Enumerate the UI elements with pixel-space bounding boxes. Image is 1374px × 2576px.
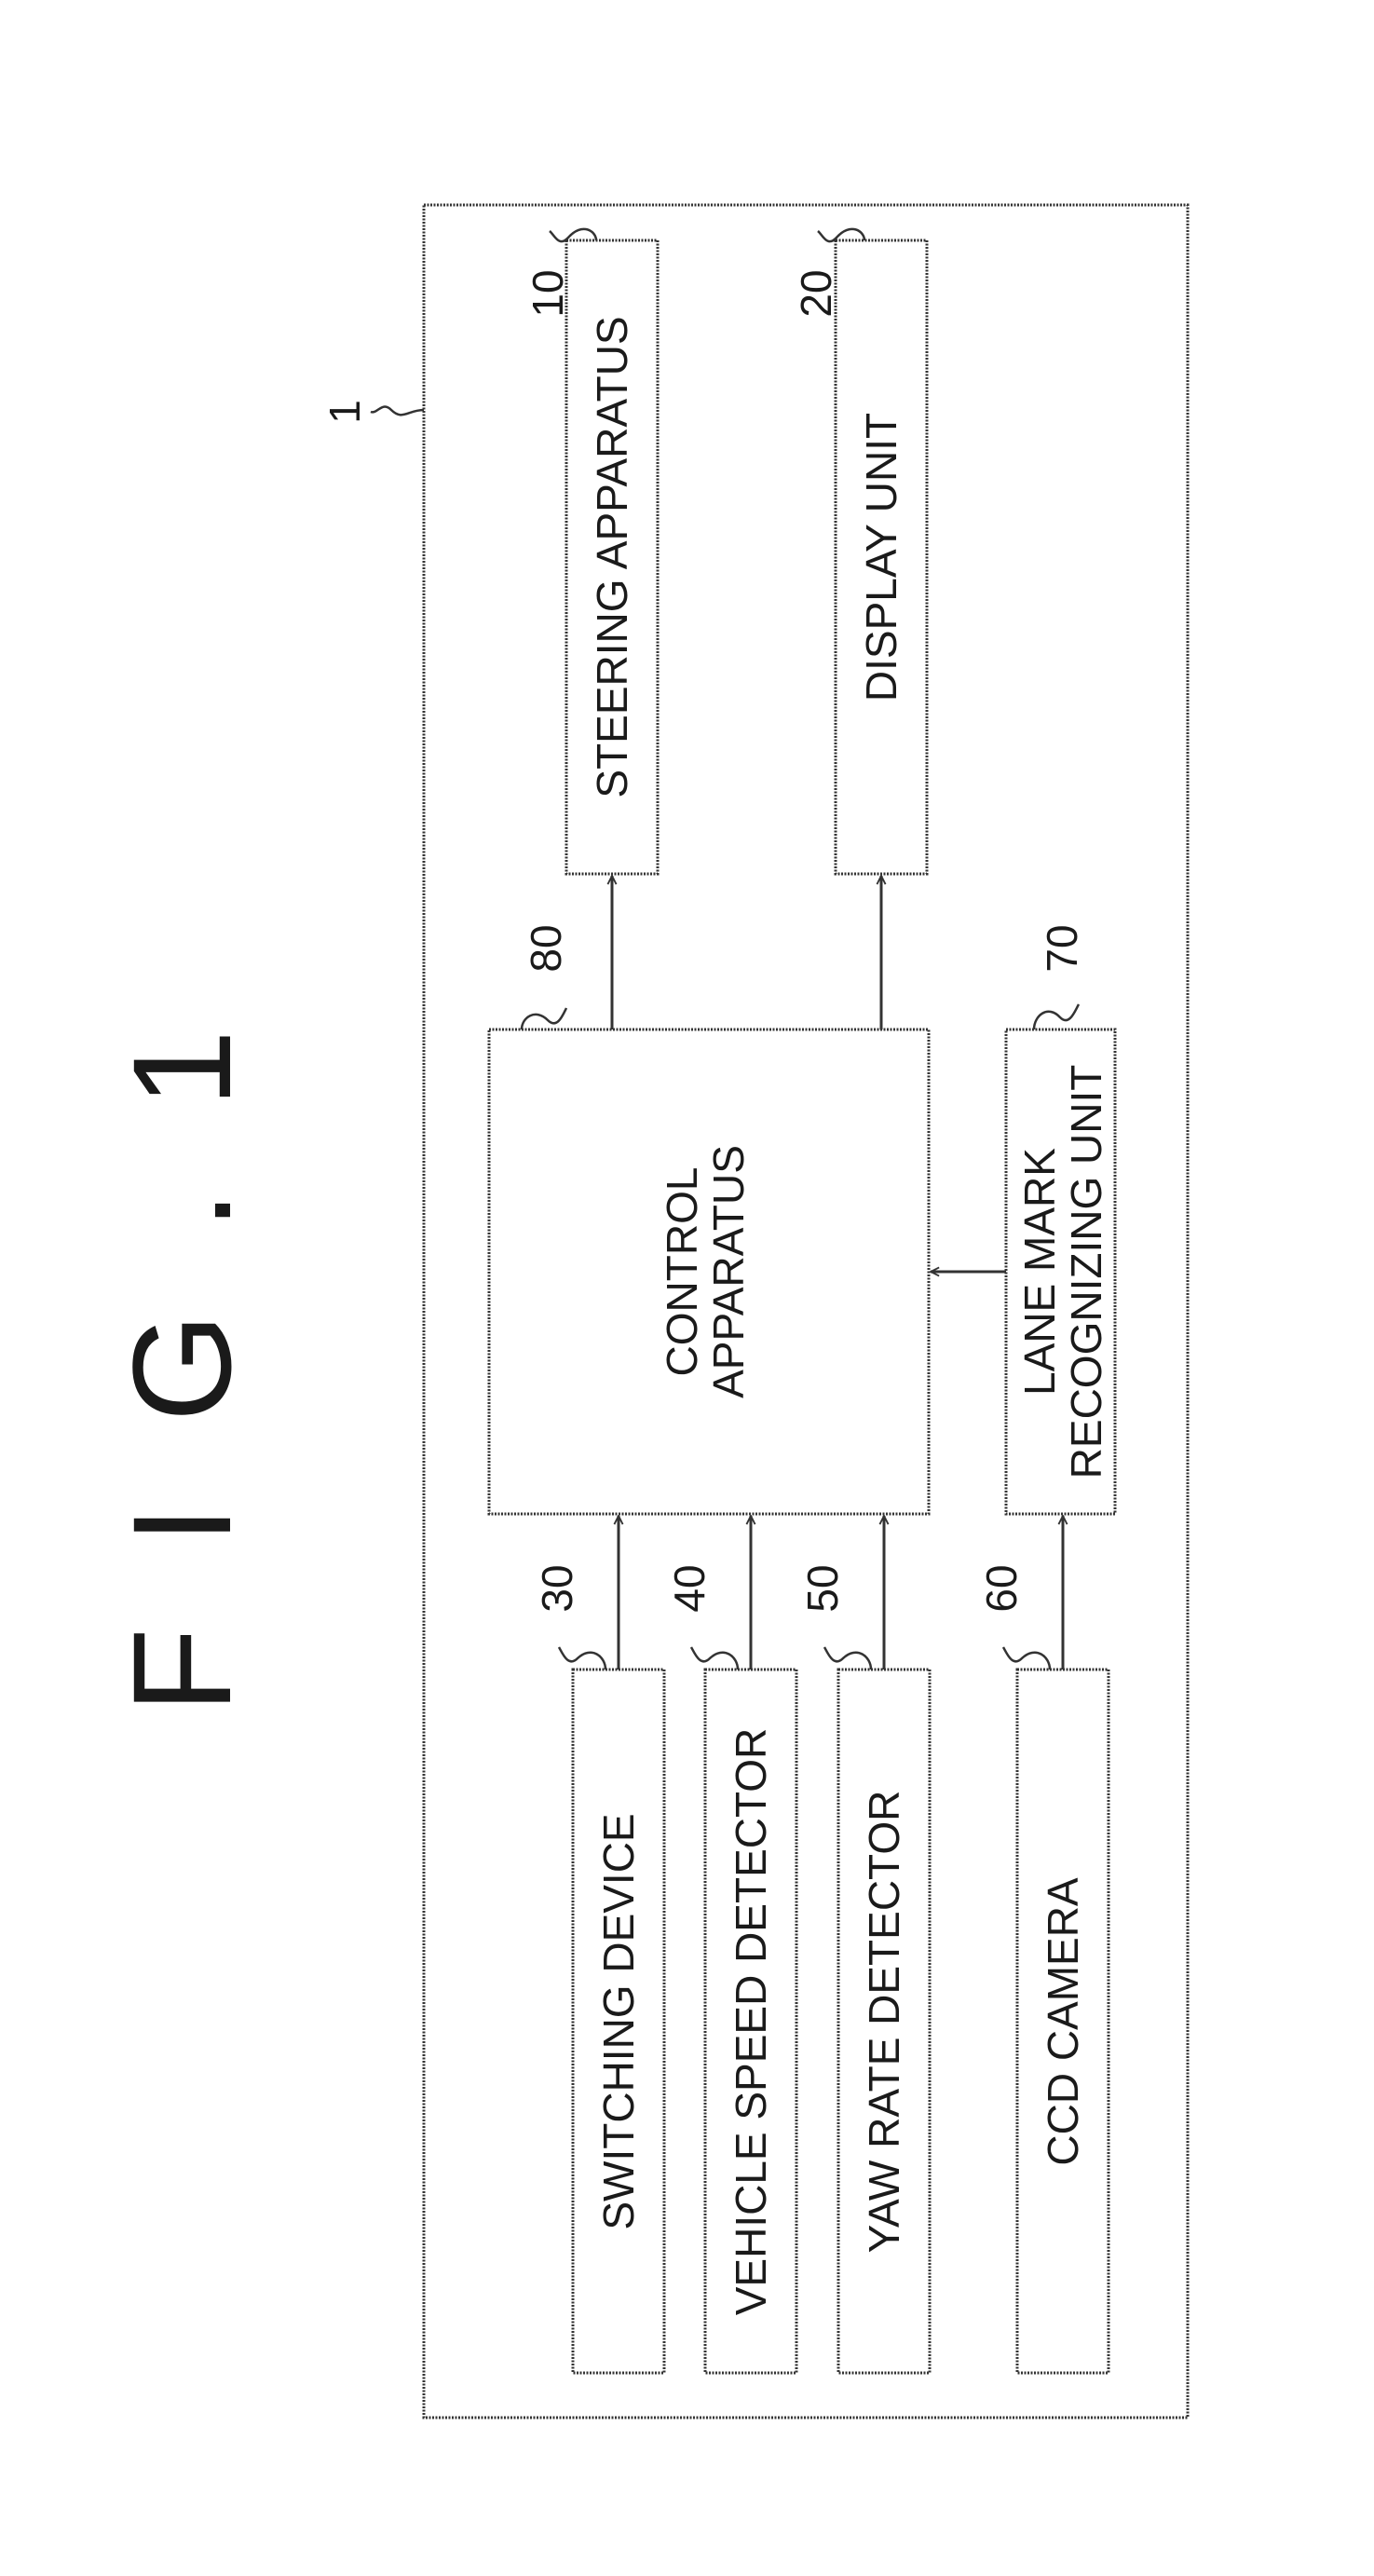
vehicle-speed-detector-label: VEHICLE SPEED DETECTOR [727,1728,775,2316]
lane-mark-label-line1: LANE MARK [1015,1148,1064,1396]
ref-30: 30 [533,1564,581,1612]
leader-30 [559,1647,605,1670]
figure-label: F I G . 1 [103,1007,260,1713]
ref-80: 80 [522,924,570,972]
ref-10: 10 [524,269,572,317]
leader-80 [522,1008,566,1029]
leader-50 [824,1647,871,1670]
control-apparatus-label-line1: CONTROL [658,1167,706,1377]
leader-20 [818,229,864,241]
leader-1 [371,407,424,416]
ref-40: 40 [665,1564,714,1612]
switching-device-label: SWITCHING DEVICE [594,1813,643,2229]
ccd-camera-label: CCD CAMERA [1039,1877,1087,2166]
display-unit-label: DISPLAY UNIT [857,413,905,702]
ref-70: 70 [1038,924,1086,972]
ref-50: 50 [798,1564,847,1612]
ref-60: 60 [977,1564,1026,1612]
steering-apparatus-label: STEERING APPARATUS [588,316,636,797]
leader-40 [691,1647,738,1670]
leader-60 [1003,1647,1050,1670]
ref-1: 1 [320,400,369,424]
lane-mark-label-line2: RECOGNIZING UNIT [1062,1065,1110,1479]
ref-20: 20 [792,269,840,317]
yaw-rate-detector-label: YAW RATE DETECTOR [860,1791,908,2254]
control-apparatus-label-line2: APPARATUS [704,1145,753,1398]
leader-70 [1034,1004,1079,1029]
